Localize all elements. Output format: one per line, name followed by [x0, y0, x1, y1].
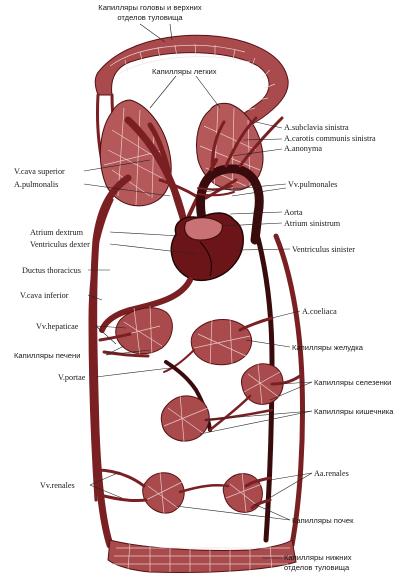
lower-body-capillaries [108, 540, 296, 573]
label-cap-head-line1: Капилляры головы и верхних [98, 3, 202, 12]
label-vv-pulmonales: Vv.pulmonales [288, 180, 337, 189]
renal-capillaries [96, 470, 270, 514]
label-cap-stomach: Капилляры желудка [292, 343, 364, 352]
label-v-cava-superior: V.cava superior [14, 167, 65, 176]
spleen-capillaries [241, 364, 300, 404]
label-a-subclavia: A.subclavia sinistra [284, 123, 349, 132]
label-cap-liver: Капилляры печени [14, 351, 80, 360]
label-vv-renales: Vv.renales [40, 481, 75, 490]
label-atrium-sinistrum: Atrium sinistrum [284, 219, 341, 228]
label-aa-renales: Aa.renales [314, 469, 349, 478]
heart [171, 213, 243, 280]
label-a-carotis: A.carotis communis sinistra [284, 134, 376, 143]
label-cap-spleen: Капилляры селезенки [314, 378, 391, 387]
label-cap-lower-line2: отделов туловища [284, 563, 350, 572]
label-cap-head-line2: отделов туловища [117, 13, 183, 22]
label-v-cava-inferior: V.cava inferior [20, 291, 69, 300]
label-cap-lungs: Капилляры легких [152, 67, 217, 76]
label-a-anonyma: A.anonyma [284, 144, 322, 153]
label-atrium-dextrum: Atrium dextrum [30, 228, 84, 237]
label-cap-kidney: Капилляры почек [292, 516, 354, 525]
label-ductus-thoracicus: Ductus thoracicus [22, 266, 81, 275]
label-a-pulmonalis: A.pulmonalis [14, 180, 58, 189]
label-aorta: Aorta [284, 208, 303, 217]
label-cap-lower-line1: Капилляры нижних [284, 553, 352, 562]
stomach-capillaries [164, 318, 272, 372]
label-v-portae: V.portae [58, 373, 86, 382]
label-ventriculus-dexter: Ventriculus dexter [30, 240, 90, 249]
liver-capillaries [100, 306, 172, 356]
label-vv-hepaticae: Vv.hepaticae [36, 322, 79, 331]
label-a-coeliaca: A.coeliaca [302, 307, 337, 316]
label-ventriculus-sinister: Ventriculus sinister [292, 245, 355, 254]
label-cap-intestine: Капилляры кишечника [314, 407, 394, 416]
